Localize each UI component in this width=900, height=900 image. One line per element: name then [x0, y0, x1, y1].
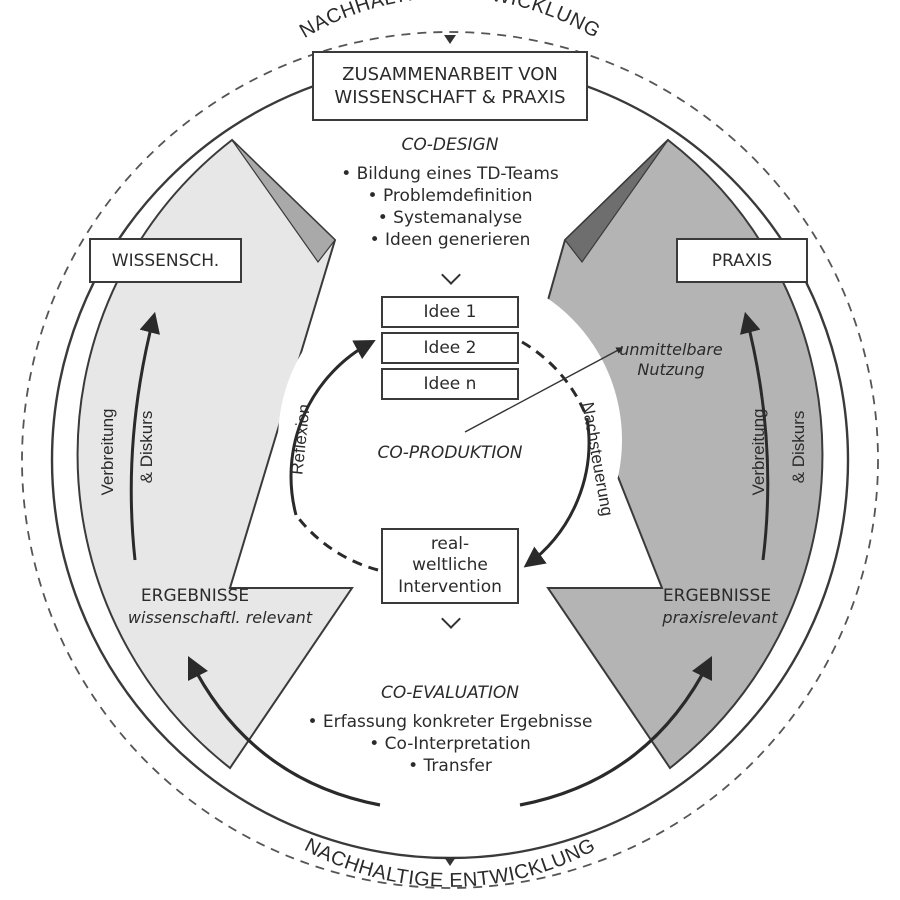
- intervention-line-2: weltliche: [412, 555, 488, 576]
- left-result-subtitle: wissenschaftl. relevant: [127, 608, 313, 627]
- right-vertical-arrow: [740, 311, 770, 561]
- left-arrow-label-2: & Diskurs: [137, 411, 156, 484]
- reflexion-arc-solid: [289, 340, 376, 516]
- idea-box-n: Idee n: [381, 368, 519, 400]
- co-design-item: • Problemdefinition: [367, 186, 533, 207]
- right-panel-tab: [564, 139, 669, 264]
- idea-box-2: Idee 2: [381, 332, 519, 364]
- left-panel-tab: [231, 139, 336, 264]
- collaboration-box: ZUSAMMENARBEIT VON WISSENSCHAFT & PRAXIS: [312, 51, 588, 121]
- right-arrow-label-1: Verbreitung: [749, 409, 768, 496]
- right-arrow-label-2: & Diskurs: [789, 411, 808, 484]
- left-vertical-arrow: [129, 311, 160, 561]
- co-evaluation-item: • Transfer: [408, 756, 492, 777]
- collaboration-box-line-1: ZUSAMMENARBEIT VON: [342, 63, 558, 85]
- outer-dashed-ring: [21, 31, 879, 889]
- unmittelbare-nutzung-label: unmittelbare Nutzung: [606, 340, 736, 380]
- bottom-ring-triangle: [444, 857, 456, 866]
- wissenschaft-box: WISSENSCH.: [89, 238, 242, 283]
- co-design-item: • Systemanalyse: [377, 208, 523, 229]
- co-evaluation-list: • Erfassung konkreter Ergebnisse • Co-In…: [270, 711, 630, 777]
- co-produktion-label: CO-PRODUKTION: [377, 443, 523, 463]
- left-result-title: ERGEBNISSE: [140, 586, 250, 606]
- left-arrow-label-1: Verbreitung: [98, 409, 117, 496]
- right-result-title: ERGEBNISSE: [662, 586, 772, 606]
- bottom-right-arrow: [519, 655, 713, 807]
- reflexion-arc-dashed: [294, 514, 379, 572]
- co-evaluation-title: CO-EVALUATION: [380, 683, 520, 703]
- co-design-item: • Ideen generieren: [369, 230, 531, 251]
- idea-box-1: Idee 1: [381, 296, 519, 328]
- top-ring-triangle: [444, 35, 456, 44]
- right-result-subtitle: praxisrelevant: [662, 608, 778, 627]
- nachsteuerung-arc-dashed: [521, 340, 589, 419]
- co-evaluation-item: • Co-Interpretation: [369, 734, 531, 755]
- bottom-left-arrow: [187, 655, 381, 807]
- right-panel-shape: [546, 138, 824, 770]
- intervention-box: real- weltliche Intervention: [381, 528, 519, 604]
- co-design-title: CO-DESIGN: [401, 135, 499, 155]
- co-evaluation-item: • Erfassung konkreter Ergebnisse: [307, 712, 593, 732]
- co-design-item: • Bildung eines TD-Teams: [341, 164, 559, 184]
- intervention-line-1: real-: [430, 534, 470, 555]
- nutzung-line-1: unmittelbare: [619, 340, 723, 359]
- collaboration-box-line-2: WISSENSCHAFT & PRAXIS: [334, 87, 566, 108]
- praxis-box: PRAXIS: [676, 238, 808, 283]
- left-panel-shape: [76, 138, 354, 770]
- intervention-line-3: Intervention: [398, 576, 502, 597]
- co-design-list: • Bildung eines TD-Teams • Problemdefini…: [290, 163, 610, 251]
- nachsteuerung-arc-solid: [523, 417, 591, 568]
- nutzung-line-2: Nutzung: [637, 360, 705, 379]
- nutzung-arrow: [464, 347, 624, 433]
